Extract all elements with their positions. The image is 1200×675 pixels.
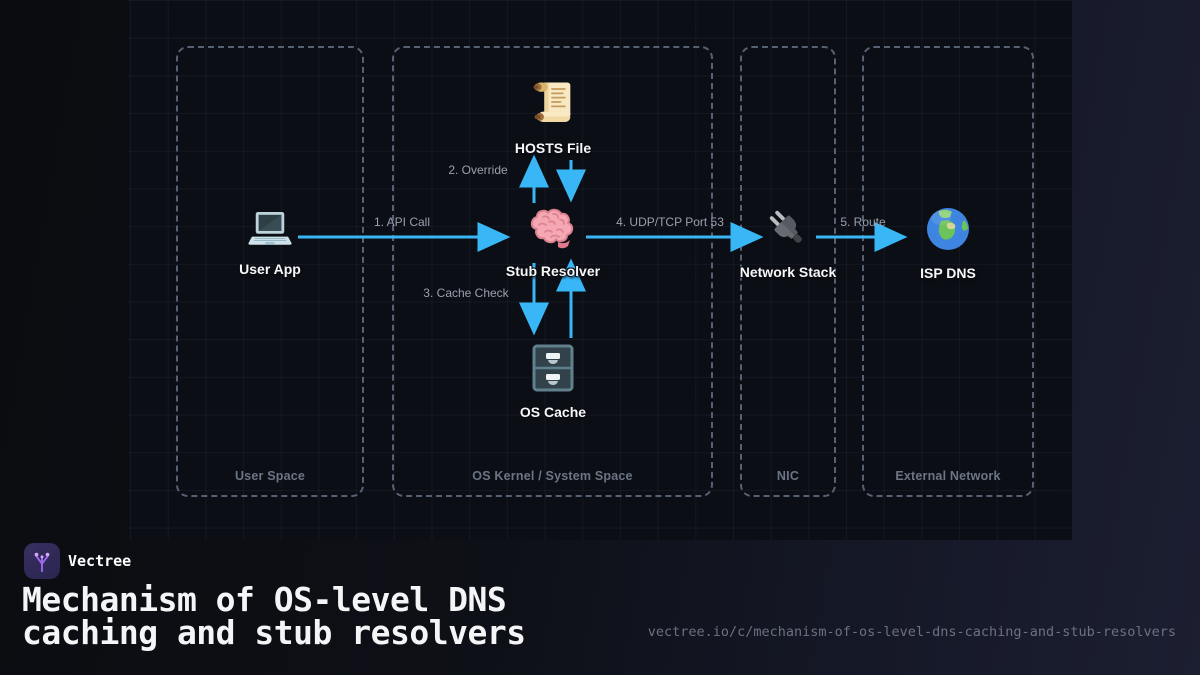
globe-icon	[924, 205, 972, 253]
zone-nic: NIC	[740, 46, 836, 497]
node-os-cache: OS Cache	[463, 344, 643, 421]
zone-user-space: User Space	[176, 46, 364, 497]
poster-title-line2: caching and stub resolvers	[22, 613, 526, 652]
scroll-icon	[527, 76, 579, 128]
edge-label-route: 5. Route	[840, 215, 886, 229]
brand-name: Vectree	[68, 552, 132, 570]
edge-label-udp-port53: 4. UDP/TCP Port 53	[616, 215, 724, 229]
edge-label-api-call: 1. API Call	[373, 215, 431, 229]
zone-external-network: External Network	[862, 46, 1034, 497]
node-label-os-cache: OS Cache	[519, 404, 587, 420]
edge-label-cache-check: 3. Cache Check	[423, 286, 509, 300]
footer: Vectree Mechanism of OS-level DNS cachin…	[0, 540, 1200, 675]
node-user-app: User App	[180, 211, 360, 278]
poster-title: Mechanism of OS-level DNS caching and st…	[22, 583, 526, 649]
zone-os-kernel: OS Kernel / System Space	[392, 46, 713, 497]
node-label-network-stack: Network Stack	[739, 264, 837, 280]
zone-label-nic: NIC	[776, 469, 800, 483]
electric-plug-icon	[765, 206, 811, 252]
node-network-stack: Network Stack	[698, 206, 878, 281]
zone-label-user-space: User Space	[234, 469, 306, 483]
zone-label-external-network: External Network	[895, 469, 1001, 483]
zone-label-os-kernel: OS Kernel / System Space	[472, 469, 633, 483]
node-stub-resolver: Stub Resolver	[463, 205, 643, 280]
node-label-isp-dns: ISP DNS	[920, 265, 976, 281]
file-cabinet-icon	[530, 344, 576, 392]
node-hosts-file: HOSTS File	[463, 76, 643, 157]
brand-logo	[24, 543, 60, 579]
diagram-canvas: User Space OS Kernel / System Space NIC …	[128, 0, 1072, 540]
vectree-logo-icon	[31, 549, 53, 573]
node-label-user-app: User App	[239, 261, 301, 277]
poster-url-link[interactable]: vectree.io/c/mechanism-of-os-level-dns-c…	[647, 624, 1176, 640]
node-label-stub-resolver: Stub Resolver	[505, 263, 601, 279]
poster-title-line1: Mechanism of OS-level DNS	[22, 580, 507, 619]
node-label-hosts-file: HOSTS File	[514, 140, 592, 156]
edge-label-override: 2. Override	[448, 163, 508, 177]
brain-icon	[527, 205, 579, 251]
laptop-icon	[247, 211, 293, 249]
node-isp-dns: ISP DNS	[858, 205, 1038, 282]
